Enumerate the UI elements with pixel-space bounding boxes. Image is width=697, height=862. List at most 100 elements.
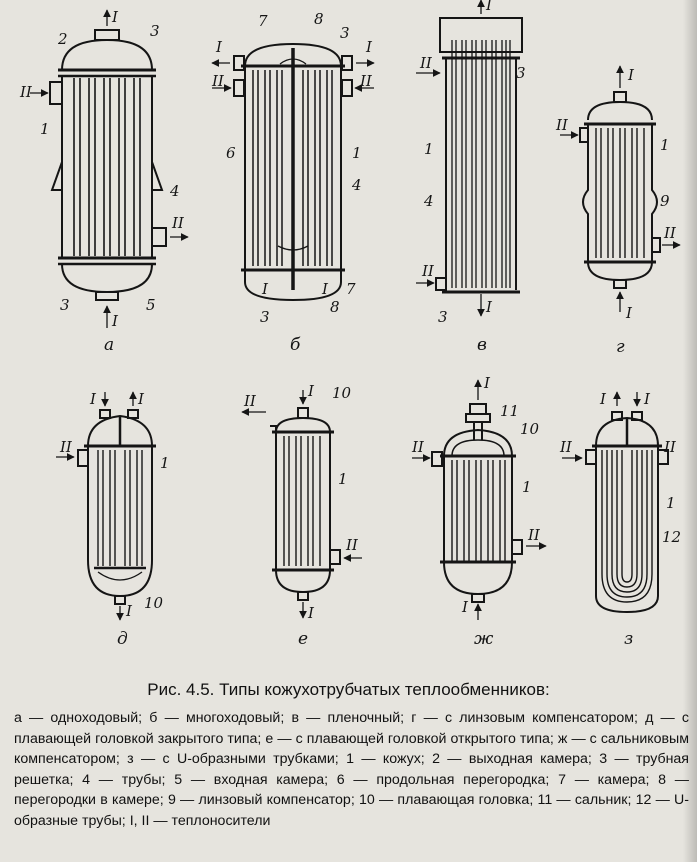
svg-text:г: г [616, 337, 625, 357]
svg-text:1: 1 [666, 494, 676, 512]
svg-text:11: 11 [500, 402, 519, 420]
svg-text:ж: ж [474, 629, 494, 649]
panel-d-labels: I I II 1 10 I д [59, 390, 170, 649]
svg-text:8: 8 [314, 10, 324, 28]
svg-text:10: 10 [144, 594, 164, 612]
svg-text:II: II [663, 438, 677, 456]
panel-d-floating-head-closed-diagram [77, 409, 156, 605]
svg-text:I: I [643, 390, 651, 408]
panel-a-single-pass-diagram [49, 29, 167, 301]
panel-z-u-tube-diagram [585, 411, 669, 614]
svg-text:1: 1 [160, 454, 170, 472]
panel-b-labels: I II I II 7 8 3 6 1 4 I I 7 3 8 б [211, 10, 373, 355]
svg-text:II: II [421, 262, 435, 280]
svg-text:I: I [599, 390, 607, 408]
svg-text:а: а [104, 335, 114, 355]
panel-b-flow-arrows [211, 59, 375, 92]
panel-e-floating-head-open-diagram [270, 407, 341, 601]
panel-e-labels: I 10 II 1 II I е [243, 382, 359, 649]
svg-text:7: 7 [346, 280, 356, 298]
svg-text:3: 3 [150, 22, 160, 40]
svg-text:8: 8 [330, 298, 340, 316]
svg-text:в: в [477, 335, 487, 355]
svg-text:10: 10 [520, 420, 540, 438]
panel-d-flow-arrows [56, 391, 137, 621]
svg-text:7: 7 [258, 12, 268, 30]
figure-caption: Рис. 4.5. Типы кожухотрубчатых теплообме… [147, 680, 550, 699]
svg-text:4: 4 [351, 176, 362, 194]
svg-text:I: I [261, 280, 269, 298]
panel-b-multi-pass-diagram [233, 42, 353, 302]
svg-text:I: I [137, 390, 145, 408]
svg-text:I: I [111, 8, 119, 26]
svg-text:I: I [625, 304, 633, 322]
panel-a-labels: I II II I 2 3 1 4 3 5 а [19, 8, 185, 355]
panel-zh-labels: I 11 10 II 1 II I ж [411, 374, 541, 649]
svg-text:II: II [663, 224, 677, 242]
svg-text:3: 3 [340, 24, 350, 42]
svg-text:II: II [171, 214, 185, 232]
svg-text:5: 5 [146, 296, 156, 314]
svg-text:2: 2 [57, 30, 68, 48]
svg-text:е: е [298, 629, 308, 649]
svg-text:II: II [419, 54, 433, 72]
svg-text:3: 3 [60, 296, 70, 314]
svg-text:1: 1 [660, 136, 670, 154]
svg-text:10: 10 [332, 384, 352, 402]
svg-text:3: 3 [438, 308, 448, 326]
svg-text:4: 4 [169, 182, 180, 200]
svg-text:II: II [359, 72, 373, 90]
svg-text:I: I [627, 66, 635, 84]
svg-text:9: 9 [660, 192, 670, 210]
svg-text:II: II [59, 438, 73, 456]
figure-legend-text: а — одноходовый; б — многоходовый; в — п… [14, 710, 689, 829]
page-edge-shadow [683, 0, 697, 862]
svg-text:1: 1 [40, 120, 50, 138]
svg-text:3: 3 [260, 308, 270, 326]
panel-v-film-diagram [435, 17, 523, 294]
panel-v-labels: I II 3 1 4 II I 3 в [419, 0, 526, 355]
svg-text:I: I [307, 382, 315, 400]
svg-text:д: д [117, 629, 128, 649]
panel-a-flow-arrows [30, 9, 189, 328]
panel-zh-gland-compensator-diagram [431, 403, 523, 603]
svg-text:12: 12 [662, 528, 681, 546]
svg-text:II: II [411, 438, 425, 456]
svg-text:I: I [483, 374, 491, 392]
svg-text:II: II [555, 116, 569, 134]
svg-text:3: 3 [516, 64, 526, 82]
svg-text:I: I [485, 0, 493, 14]
panel-g-labels: I II 1 9 II I г [555, 66, 677, 357]
svg-text:6: 6 [226, 144, 236, 162]
svg-text:I: I [111, 312, 119, 330]
svg-text:II: II [19, 83, 33, 101]
svg-text:1: 1 [424, 140, 434, 158]
panel-g-lens-compensator-diagram [579, 91, 661, 289]
svg-text:з: з [624, 629, 633, 649]
svg-text:1: 1 [522, 478, 532, 496]
svg-text:I: I [321, 280, 329, 298]
panel-z-labels: I I II II 1 12 з [559, 390, 681, 649]
svg-text:I: I [215, 38, 223, 56]
panel-zh-flow-arrows [412, 379, 547, 620]
svg-text:1: 1 [352, 144, 362, 162]
svg-text:I: I [89, 390, 97, 408]
panel-g-flow-arrows [560, 65, 681, 312]
svg-text:I: I [461, 598, 469, 616]
panel-e-flow-arrows [241, 390, 362, 619]
figure-legend: а — одноходовый; б — многоходовый; в — п… [14, 708, 689, 831]
heat-exchanger-figure: I II II I 2 3 1 4 3 5 а [19, 0, 681, 649]
svg-text:II: II [527, 526, 541, 544]
panel-z-flow-arrows [562, 391, 641, 462]
svg-text:II: II [345, 536, 359, 554]
svg-text:II: II [559, 438, 573, 456]
panel-v-flow-arrows [416, 0, 485, 317]
svg-text:I: I [307, 604, 315, 622]
svg-text:1: 1 [338, 470, 348, 488]
svg-text:I: I [485, 298, 493, 316]
svg-text:II: II [211, 72, 225, 90]
svg-text:4: 4 [423, 192, 434, 210]
svg-text:I: I [125, 602, 133, 620]
svg-text:II: II [243, 392, 257, 410]
